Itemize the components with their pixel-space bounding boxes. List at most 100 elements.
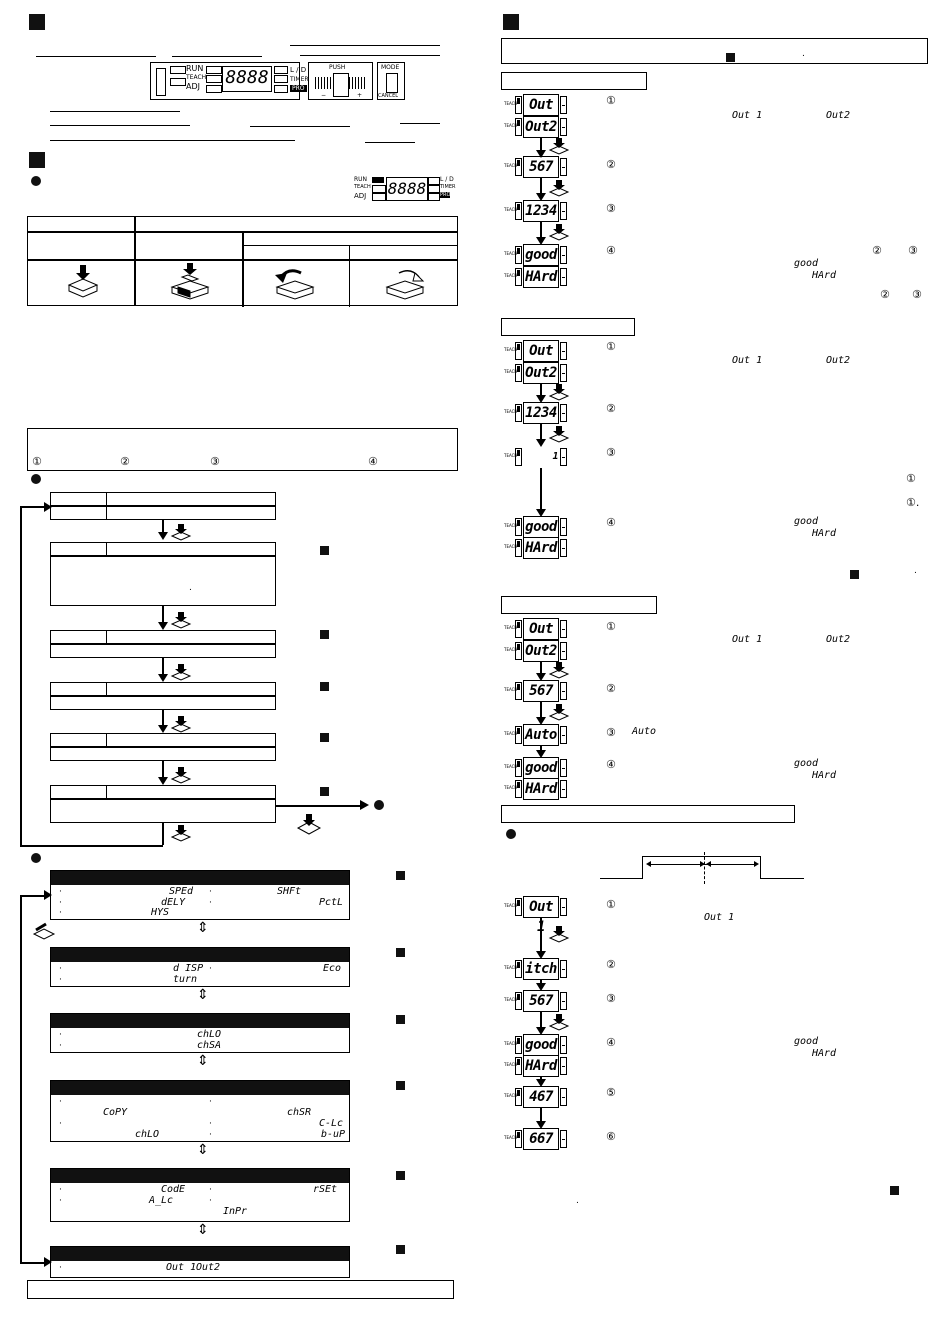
bottom-note-box <box>27 1280 454 1299</box>
code-pctl: PctL <box>319 897 344 908</box>
switch-hand-icon <box>296 814 322 835</box>
bullet <box>31 853 41 863</box>
pro-block-6: · Out 1 Out2 <box>50 1246 350 1278</box>
turn-left-icon <box>275 269 315 300</box>
code-out1: Out 1 <box>166 1262 197 1273</box>
press-hand-icon <box>548 704 570 721</box>
section-1-marker <box>29 14 45 30</box>
step-2: ② <box>606 158 616 171</box>
switch-hand-icon <box>32 922 56 940</box>
code-speed: SPEd <box>169 886 194 897</box>
section-2-marker <box>29 152 45 168</box>
step-4d: ④ <box>606 1036 616 1049</box>
step-6d: ⑥ <box>606 1130 616 1143</box>
ref-2: ② <box>872 244 882 257</box>
timer-label: TIMER <box>290 76 309 83</box>
txt-hard-c: HArd <box>812 770 837 781</box>
mini-teach: TEACH <box>354 184 371 190</box>
code-chsa: chSA <box>197 1040 222 1051</box>
code-out2: Out2 <box>196 1262 221 1273</box>
adj-label: ADJ <box>186 82 200 91</box>
push-switch-icon <box>170 263 210 300</box>
run-label: RUN <box>186 64 204 73</box>
step-3d: ③ <box>606 992 616 1005</box>
txt-good-b: good <box>794 516 819 527</box>
step-2c: ② <box>606 682 616 695</box>
bullet <box>31 176 41 186</box>
code-code: CodE <box>161 1184 186 1195</box>
pro-block-1: ·SPEd ·SHFt ·dELY ·PctL ·HYS <box>50 870 350 920</box>
code-inpr: InPr <box>223 1206 248 1217</box>
txt-out1: Out 1 <box>732 110 763 121</box>
code-turn: turn <box>173 974 198 985</box>
ref-3: ③ <box>908 244 918 257</box>
txt-hard-d: HArd <box>812 1048 837 1059</box>
press-hand-icon <box>548 926 570 943</box>
bullet <box>506 829 516 839</box>
step-1b: ① <box>606 340 616 353</box>
mini-run: RUN <box>354 176 368 183</box>
step-3: ③ <box>606 202 616 215</box>
step-4c: ④ <box>606 758 616 771</box>
mini-timer: TIMER <box>440 184 456 190</box>
pro-block-4: · · CoPY chSR · ·C-Lc chLO ·b-uP <box>50 1080 350 1142</box>
step-2b: ② <box>606 402 616 415</box>
code-bup: b-uP <box>321 1129 346 1140</box>
code-hys: HYS <box>151 907 170 918</box>
code-clc: C-Lc <box>319 1118 344 1129</box>
cancel-label: CANCEL <box>378 93 399 99</box>
mode-title-3 <box>501 596 657 614</box>
press-hand-icon <box>548 138 570 155</box>
step-1d: ① <box>606 898 616 911</box>
code-chlo: chLO <box>197 1029 222 1040</box>
press-hand-icon <box>170 612 192 629</box>
ref-3b: ③ <box>912 288 922 301</box>
txt-out2-c: Out2 <box>826 634 851 645</box>
step-1: ① <box>606 94 616 107</box>
note-circle-3: ③ <box>210 455 220 468</box>
code-chsr: chSR <box>287 1107 312 1118</box>
mode-title-2 <box>501 318 635 336</box>
press-hand-icon <box>170 825 192 842</box>
mode-title-1 <box>501 72 647 90</box>
press-hand-icon <box>548 1014 570 1031</box>
press-hand-icon <box>170 664 192 681</box>
pro-block-5: ·CodE ·rSEt ·A_Lc · InPr <box>50 1168 350 1222</box>
turn-right-icon <box>385 270 425 300</box>
window-diagram <box>600 852 810 888</box>
ref-2b: ② <box>880 288 890 301</box>
push-switch: PUSH − + <box>308 62 373 100</box>
txt-good: good <box>794 258 819 269</box>
note-circle-2: ② <box>120 455 130 468</box>
code-disp: d ISP <box>173 963 204 974</box>
press-hand-icon <box>548 426 570 443</box>
press-hand-icon <box>170 524 192 541</box>
txt-auto: Auto <box>632 726 657 737</box>
section-3-marker <box>503 14 519 30</box>
txt-hard: HArd <box>812 270 837 281</box>
right-header-box: . <box>501 38 928 64</box>
step-1c: ① <box>606 620 616 633</box>
step-4b: ④ <box>606 516 616 529</box>
press-hand-icon <box>548 224 570 241</box>
press-hand-icon <box>170 716 192 733</box>
note-box: ① ② ③ ④ <box>27 428 458 471</box>
txt-good-c: good <box>794 758 819 769</box>
push-label: PUSH <box>329 64 346 71</box>
mini-digits: 8888 <box>386 177 428 201</box>
press-icon <box>67 265 99 298</box>
